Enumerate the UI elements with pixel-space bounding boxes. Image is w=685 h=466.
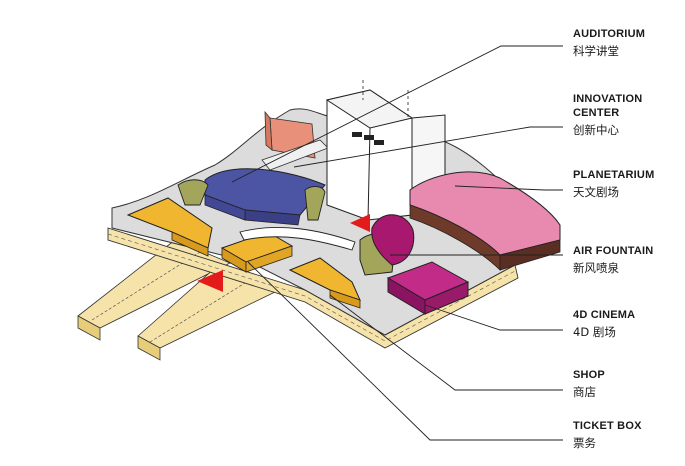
entrance-arrow-left [197,270,223,292]
label-cinema-zh: 4D 剧场 [573,325,616,339]
label-planetarium-en: PLANETARIUM [573,169,655,181]
label-auditorium: AUDITORIUM 科学讲堂 [573,29,645,58]
label-ticket-box: TICKET BOX 票务 [573,421,642,450]
label-air-fountain-zh: 新风喷泉 [573,261,619,275]
label-cinema-en: 4D CINEMA [573,309,636,321]
shop-block-right [288,257,361,309]
innovation-center-block [261,110,329,171]
shop-block-left [126,197,213,257]
fountain-dome [371,214,415,266]
entrance-arrow-center [350,214,370,232]
label-planetarium: PLANETARIUM 天文剧场 [573,170,654,199]
label-leader-lines [231,45,563,441]
label-planetarium-zh: 天文剧场 [573,185,619,199]
label-innovation-center: INNOVATION CENTER 创新中心 [573,94,642,137]
label-4d-cinema: 4D CINEMA 4D 剧场 [573,310,635,339]
label-auditorium-zh: 科学讲堂 [573,44,619,58]
label-innovation-zh: 创新中心 [573,123,619,137]
label-air-fountain: AIR FOUNTAIN 新风喷泉 [573,246,653,275]
label-innovation-en-1: INNOVATION [573,93,643,105]
label-auditorium-en: AUDITORIUM [573,28,646,40]
label-shop-zh: 商店 [573,385,596,399]
label-air-fountain-en: AIR FOUNTAIN [573,245,654,257]
label-ticket-zh: 票务 [573,436,596,450]
entrance-canopy [239,227,356,251]
cinema-4d-block [386,261,470,315]
label-shop-en: SHOP [573,369,605,381]
label-ticket-en: TICKET BOX [573,420,642,432]
label-innovation-en-2: CENTER [573,107,620,119]
label-shop: SHOP 商店 [573,370,605,399]
